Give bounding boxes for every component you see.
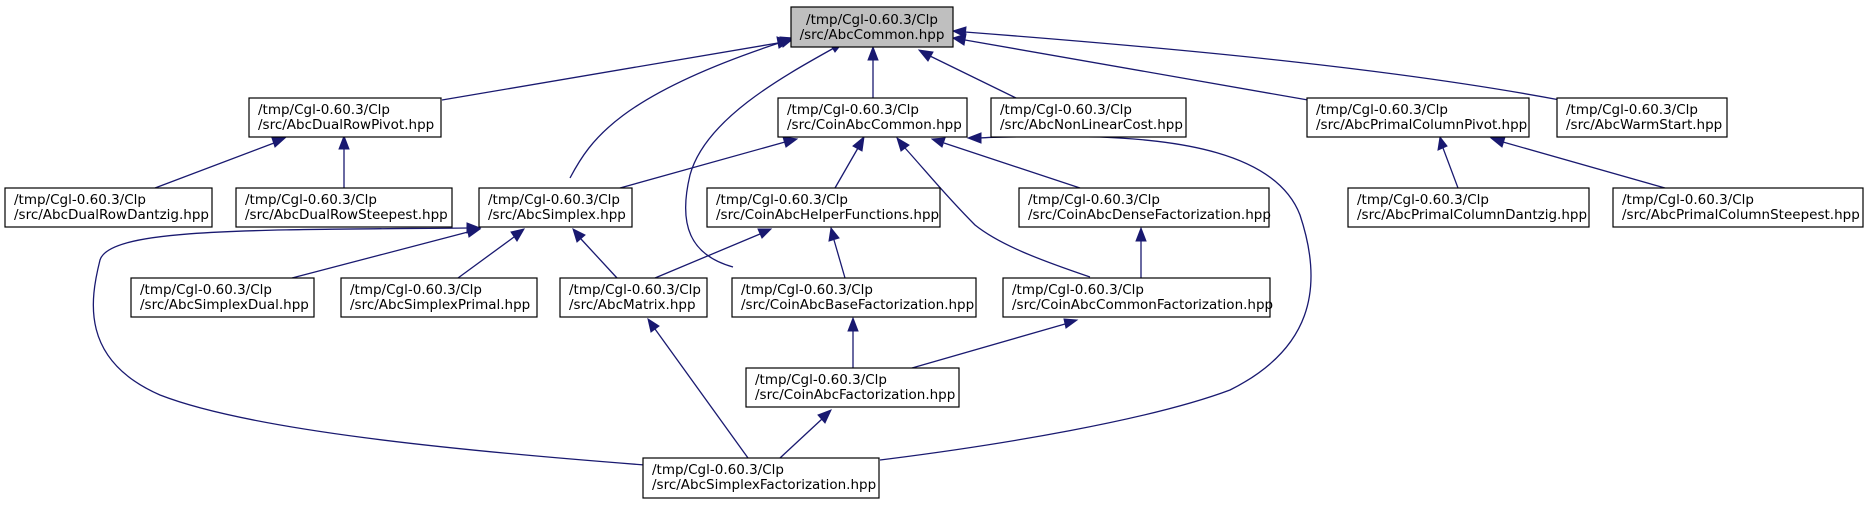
node-coin-abc-factorization[interactable]: /tmp/Cgl-0.60.3/Clp /src/CoinAbcFactoriz… (745, 367, 960, 408)
edge-abc-matrix-to-helper-functions (654, 228, 773, 279)
node-coin-abc-common-line1: /tmp/Cgl-0.60.3/Clp (787, 102, 919, 118)
edge-common-fact-to-dense-fact (1135, 226, 1147, 278)
node-coin-abc-factorization-line1: /tmp/Cgl-0.60.3/Clp (755, 372, 887, 388)
node-abc-common-line2: /src/AbcCommon.hpp (800, 27, 945, 43)
node-coin-abc-common[interactable]: /tmp/Cgl-0.60.3/Clp /src/CoinAbcCommon.h… (777, 97, 968, 138)
node-coin-abc-base-factorization-line1: /tmp/Cgl-0.60.3/Clp (741, 282, 873, 298)
node-coin-abc-helper-functions-line1: /tmp/Cgl-0.60.3/Clp (716, 192, 848, 208)
edge-coin-abc-fact-to-base-fact (847, 316, 859, 368)
node-abc-simplex-primal-line1: /tmp/Cgl-0.60.3/Clp (350, 282, 482, 298)
edge-simplex-primal-to-abc-simplex (457, 228, 526, 279)
edge-dual-row-pivot-to-abc-common (441, 36, 792, 101)
edge-abc-matrix-to-abc-simplex (572, 228, 618, 279)
edge-simplex-fact-to-abc-matrix (647, 317, 749, 459)
edge-abc-simplex-to-abc-common (569, 36, 796, 179)
node-abc-simplex-factorization-line2: /src/AbcSimplexFactorization.hpp (652, 477, 876, 493)
edge-simplex-fact-to-abc-simplex (92, 222, 646, 466)
node-abc-dual-row-steepest-line2: /src/AbcDualRowSteepest.hpp (245, 207, 448, 223)
node-coin-abc-common-factorization-line1: /tmp/Cgl-0.60.3/Clp (1012, 282, 1144, 298)
node-coin-abc-factorization-line2: /src/CoinAbcFactorization.hpp (755, 387, 955, 403)
node-abc-non-linear-cost[interactable]: /tmp/Cgl-0.60.3/Clp /src/AbcNonLinearCos… (990, 97, 1187, 138)
node-abc-primal-column-pivot-line1: /tmp/Cgl-0.60.3/Clp (1316, 102, 1448, 118)
node-abc-warm-start-line1: /tmp/Cgl-0.60.3/Clp (1566, 102, 1698, 118)
node-abc-common-line1: /tmp/Cgl-0.60.3/Clp (806, 12, 938, 28)
node-abc-dual-row-pivot-line2: /src/AbcDualRowPivot.hpp (258, 117, 434, 133)
edge-base-fact-to-helper-functions (828, 226, 846, 279)
node-abc-primal-column-steepest-line2: /src/AbcPrimalColumnSteepest.hpp (1622, 207, 1860, 223)
node-abc-primal-column-pivot-line2: /src/AbcPrimalColumnPivot.hpp (1316, 117, 1527, 133)
node-abc-simplex-primal[interactable]: /tmp/Cgl-0.60.3/Clp /src/AbcSimplexPrima… (340, 277, 538, 318)
node-coin-abc-helper-functions[interactable]: /tmp/Cgl-0.60.3/Clp /src/CoinAbcHelperFu… (706, 187, 941, 228)
node-coin-abc-base-factorization[interactable]: /tmp/Cgl-0.60.3/Clp /src/CoinAbcBaseFact… (731, 277, 977, 318)
node-abc-dual-row-pivot[interactable]: /tmp/Cgl-0.60.3/Clp /src/AbcDualRowPivot… (248, 97, 442, 138)
node-abc-matrix-line2: /src/AbcMatrix.hpp (569, 297, 696, 313)
edge-coin-abc-fact-to-common-fact (911, 318, 1079, 369)
edge-primal-col-dantzig-to-primal-col-pivot (1437, 135, 1459, 189)
edge-dual-row-steepest-to-dual-row-pivot (338, 134, 350, 188)
node-coin-abc-common-line2: /src/CoinAbcCommon.hpp (787, 117, 962, 133)
node-abc-dual-row-dantzig-line1: /tmp/Cgl-0.60.3/Clp (14, 192, 146, 208)
node-abc-primal-column-dantzig-line2: /src/AbcPrimalColumnDantzig.hpp (1357, 207, 1587, 223)
node-abc-simplex-dual[interactable]: /tmp/Cgl-0.60.3/Clp /src/AbcSimplexDual.… (130, 277, 315, 318)
node-coin-abc-dense-factorization[interactable]: /tmp/Cgl-0.60.3/Clp /src/CoinAbcDenseFac… (1018, 187, 1271, 228)
node-abc-primal-column-dantzig-line1: /tmp/Cgl-0.60.3/Clp (1357, 192, 1489, 208)
edge-simplex-fact-to-coin-abc-fact (779, 409, 832, 459)
node-abc-simplex-factorization-line1: /tmp/Cgl-0.60.3/Clp (652, 462, 784, 478)
node-coin-abc-common-factorization[interactable]: /tmp/Cgl-0.60.3/Clp /src/CoinAbcCommonFa… (1002, 277, 1273, 318)
node-coin-abc-common-factorization-line2: /src/CoinAbcCommonFactorization.hpp (1012, 297, 1273, 313)
node-coin-abc-dense-factorization-line1: /tmp/Cgl-0.60.3/Clp (1028, 192, 1160, 208)
node-abc-dual-row-dantzig-line2: /src/AbcDualRowDantzig.hpp (14, 207, 209, 223)
node-abc-dual-row-dantzig[interactable]: /tmp/Cgl-0.60.3/Clp /src/AbcDualRowDantz… (4, 187, 213, 228)
edge-helper-functions-to-coin-abc-common (834, 135, 865, 189)
node-abc-primal-column-dantzig[interactable]: /tmp/Cgl-0.60.3/Clp /src/AbcPrimalColumn… (1347, 187, 1590, 228)
node-abc-non-linear-cost-line2: /src/AbcNonLinearCost.hpp (1000, 117, 1183, 133)
edge-non-linear-cost-to-abc-common (917, 49, 1021, 101)
node-abc-simplex-line2: /src/AbcSimplex.hpp (488, 207, 626, 223)
node-abc-primal-column-steepest[interactable]: /tmp/Cgl-0.60.3/Clp /src/AbcPrimalColumn… (1612, 187, 1864, 228)
edge-simplex-dual-to-abc-simplex (291, 226, 482, 279)
edge-abc-simplex-to-coin-abc-common (619, 136, 799, 189)
node-abc-simplex-line1: /tmp/Cgl-0.60.3/Clp (488, 192, 620, 208)
node-abc-simplex-factorization[interactable]: /tmp/Cgl-0.60.3/Clp /src/AbcSimplexFacto… (642, 457, 880, 499)
node-abc-dual-row-pivot-line1: /tmp/Cgl-0.60.3/Clp (258, 102, 390, 118)
node-abc-common[interactable]: /tmp/Cgl-0.60.3/Clp /src/AbcCommon.hpp (790, 6, 954, 48)
node-abc-dual-row-steepest[interactable]: /tmp/Cgl-0.60.3/Clp /src/AbcDualRowSteep… (235, 187, 453, 228)
node-abc-non-linear-cost-line1: /tmp/Cgl-0.60.3/Clp (1000, 102, 1132, 118)
node-abc-matrix[interactable]: /tmp/Cgl-0.60.3/Clp /src/AbcMatrix.hpp (559, 277, 708, 318)
node-coin-abc-helper-functions-line2: /src/CoinAbcHelperFunctions.hpp (716, 207, 939, 223)
node-coin-abc-dense-factorization-line2: /src/CoinAbcDenseFactorization.hpp (1028, 207, 1271, 223)
node-abc-primal-column-pivot[interactable]: /tmp/Cgl-0.60.3/Clp /src/AbcPrimalColumn… (1306, 97, 1530, 138)
edge-dense-fact-to-coin-abc-common (930, 137, 1081, 189)
node-abc-warm-start-line2: /src/AbcWarmStart.hpp (1566, 117, 1722, 133)
edge-dual-row-dantzig-to-dual-row-pivot (154, 137, 287, 189)
node-abc-primal-column-steepest-line1: /tmp/Cgl-0.60.3/Clp (1622, 192, 1754, 208)
node-abc-simplex[interactable]: /tmp/Cgl-0.60.3/Clp /src/AbcSimplex.hpp (478, 187, 633, 228)
node-abc-simplex-primal-line2: /src/AbcSimplexPrimal.hpp (350, 297, 530, 313)
edge-primal-col-steepest-to-primal-col-pivot (1489, 136, 1666, 189)
node-abc-warm-start[interactable]: /tmp/Cgl-0.60.3/Clp /src/AbcWarmStart.hp… (1556, 97, 1728, 138)
node-coin-abc-base-factorization-line2: /src/CoinAbcBaseFactorization.hpp (741, 297, 974, 313)
edge-warm-start-to-abc-common (951, 26, 1561, 101)
node-abc-simplex-dual-line2: /src/AbcSimplexDual.hpp (140, 297, 309, 313)
edge-primal-col-pivot-to-abc-common (951, 33, 1309, 101)
node-abc-simplex-dual-line1: /tmp/Cgl-0.60.3/Clp (140, 282, 272, 298)
node-abc-matrix-line1: /tmp/Cgl-0.60.3/Clp (569, 282, 701, 298)
node-abc-dual-row-steepest-line1: /tmp/Cgl-0.60.3/Clp (245, 192, 377, 208)
edge-coin-abc-common-to-abc-common (867, 45, 879, 100)
edge-common-fact-to-coin-abc-common (896, 136, 1091, 278)
